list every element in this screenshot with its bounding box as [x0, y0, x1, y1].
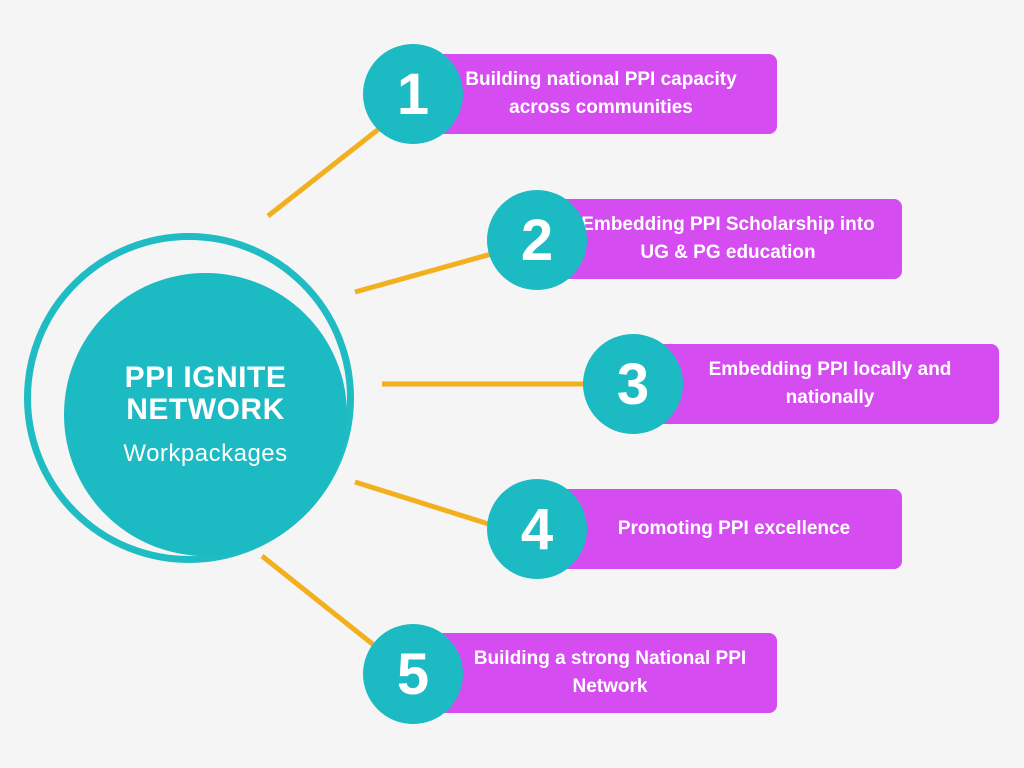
workpackage-label: Building a strong National PPI Network [473, 648, 747, 697]
connector-line-1 [266, 126, 382, 218]
connector-line-2 [354, 250, 496, 295]
workpackage-number-badge: 3 [583, 334, 683, 434]
center-node: PPI IGNITE NETWORK Workpackages [64, 273, 347, 556]
connector-line-5 [260, 554, 382, 652]
connector-line-4 [354, 479, 496, 529]
workpackage-label: Building national PPI capacity across co… [465, 69, 737, 118]
workpackage-label-box: Building a strong National PPI Network [425, 633, 777, 713]
workpackage-number-badge: 5 [363, 624, 463, 724]
workpackage-label: Embedding PPI Scholarship into UG & PG e… [581, 214, 875, 263]
center-subtitle: Workpackages [123, 439, 288, 467]
workpackage-number-badge: 2 [487, 190, 587, 290]
workpackage-label: Promoting PPI excellence [617, 518, 851, 539]
workpackage-label-box: Embedding PPI Scholarship into UG & PG e… [548, 199, 902, 279]
center-title: PPI IGNITE NETWORK [124, 360, 287, 426]
workpackage-number-badge: 4 [487, 479, 587, 579]
workpackage-number-badge: 1 [363, 44, 463, 144]
workpackage-label: Embedding PPI locally and nationally [708, 359, 952, 408]
workpackage-label-box: Building national PPI capacity across co… [425, 54, 777, 134]
workpackage-label-box: Promoting PPI excellence [548, 489, 902, 569]
workpackage-label-box: Embedding PPI locally and nationally [643, 344, 999, 424]
